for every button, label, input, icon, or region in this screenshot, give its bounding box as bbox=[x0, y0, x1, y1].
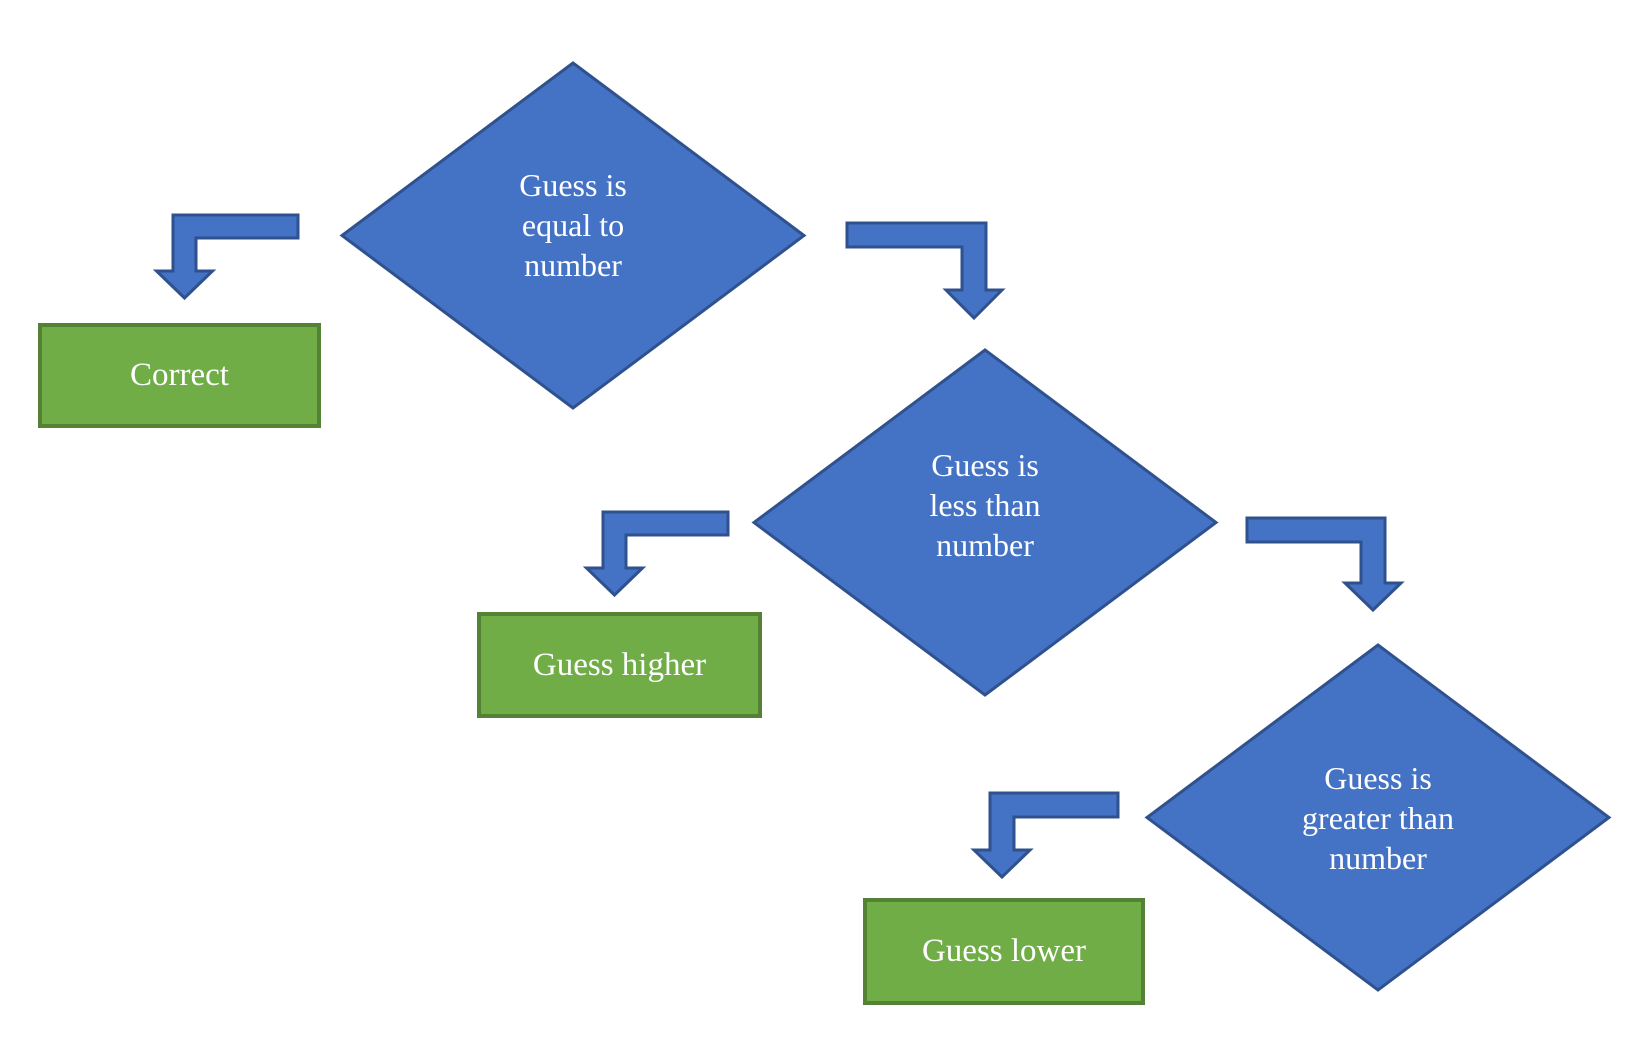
connector-arrow-equal-to-less-than bbox=[845, 221, 1006, 321]
decision-diamond-greater-than bbox=[1144, 643, 1612, 992]
connector-arrow-greater-to-guess-lower bbox=[970, 791, 1120, 880]
decision-label-equal: Guess is equal to number bbox=[519, 167, 627, 283]
connector-arrow-less-to-guess-higher bbox=[582, 510, 730, 598]
outcome-box-guess-higher: Guess higher bbox=[477, 612, 762, 718]
connector-arrow-less-to-greater-than bbox=[1245, 516, 1405, 613]
outcome-label-correct: Correct bbox=[130, 357, 229, 393]
outcome-label-guess-lower: Guess lower bbox=[921, 933, 1087, 969]
decision-diamond-equal bbox=[339, 61, 807, 410]
outcome-box-correct: Correct bbox=[38, 323, 321, 428]
outcome-label-guess-higher: Guess higher bbox=[532, 646, 707, 683]
decision-label-less-than: Guess is less than number bbox=[929, 447, 1041, 563]
decision-diamond-less-than bbox=[751, 348, 1219, 697]
decision-label-greater-than: Guess is greater than number bbox=[1302, 760, 1454, 876]
outcome-box-guess-lower: Guess lower bbox=[863, 898, 1145, 1005]
connector-arrow-equal-to-correct bbox=[152, 213, 300, 301]
